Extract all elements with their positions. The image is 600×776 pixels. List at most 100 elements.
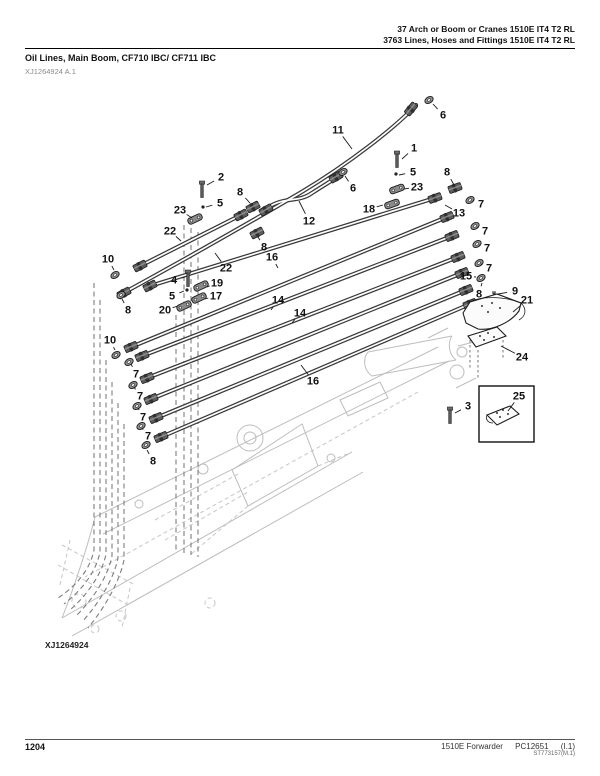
callout-leader	[270, 306, 274, 311]
callout-leader	[121, 298, 125, 304]
callout-label-7: 7	[486, 263, 492, 275]
header-section-lines: 37 Arch or Boom or Cranes 1510E IT4 T2 R…	[25, 24, 575, 46]
callout-leader	[146, 449, 150, 455]
callout-leader	[300, 364, 309, 375]
callout-leader	[113, 346, 116, 351]
callout-label-2: 2	[218, 172, 224, 184]
callout-label-16: 16	[307, 376, 319, 388]
callout-label-22: 22	[164, 226, 176, 238]
callout-layer: 1234555667777777788888891010111213141415…	[102, 103, 533, 468]
clamps-and-bolts	[175, 150, 496, 424]
callout-leader	[342, 136, 353, 150]
callout-label-8: 8	[150, 456, 156, 468]
callout-leader	[206, 285, 210, 288]
callout-leader	[179, 290, 185, 294]
callout-label-22: 22	[220, 263, 232, 275]
callout-label-5: 5	[169, 291, 175, 303]
callout-label-10: 10	[104, 335, 116, 347]
callout-label-7: 7	[137, 391, 143, 403]
callout-leader	[257, 236, 261, 241]
callout-leader	[137, 407, 140, 411]
callout-leader	[398, 173, 406, 176]
callout-leader	[181, 276, 186, 279]
callout-leader	[186, 214, 193, 219]
callout-leader	[175, 236, 182, 242]
footer-print-code: ST773157(M.1)	[533, 751, 575, 757]
callout-label-15: 15	[460, 271, 472, 283]
callout-label-11: 11	[332, 125, 344, 137]
boom-structure	[57, 327, 483, 637]
header-line-2: 3763 Lines, Hoses and Fittings 1510E IT4…	[383, 35, 575, 45]
callout-leader	[507, 402, 515, 412]
callout-label-17: 17	[210, 291, 222, 303]
callout-leader	[500, 345, 516, 354]
callout-leader	[376, 204, 384, 208]
callout-leader	[454, 409, 462, 414]
callout-leader	[512, 304, 522, 313]
callout-label-20: 20	[159, 305, 171, 317]
callout-label-23: 23	[411, 182, 423, 194]
callout-leader	[401, 153, 409, 160]
callout-leader	[133, 386, 136, 390]
callout-label-1: 1	[411, 143, 417, 155]
callout-label-3: 3	[465, 401, 471, 413]
callout-label-21: 21	[521, 295, 533, 307]
footer-revision: (I.1)	[560, 742, 575, 751]
callout-label-7: 7	[140, 412, 146, 424]
footer-model: 1510E Forwarder	[441, 742, 503, 751]
callout-leader	[480, 282, 483, 287]
footer-page-number: 1204	[25, 742, 46, 752]
callout-leader	[403, 187, 410, 190]
header-rule	[25, 48, 575, 49]
callout-label-7: 7	[484, 243, 490, 255]
detail-box-25	[478, 385, 535, 443]
callout-label-25: 25	[513, 391, 525, 403]
callout-leader	[291, 318, 296, 324]
ring-fittings	[109, 94, 487, 451]
callout-label-8: 8	[476, 289, 482, 301]
callout-label-5: 5	[410, 167, 416, 179]
callout-label-7: 7	[133, 369, 139, 381]
callout-label-18: 18	[363, 204, 375, 216]
callout-label-6: 6	[440, 110, 446, 122]
callout-leader	[172, 305, 179, 309]
callout-label-14: 14	[294, 308, 307, 320]
callout-leader	[275, 263, 279, 269]
callout-leader	[298, 200, 306, 215]
callout-label-5: 5	[217, 198, 223, 210]
header-line-1: 37 Arch or Boom or Cranes 1510E IT4 T2 R…	[397, 24, 575, 34]
callout-label-24: 24	[516, 352, 529, 364]
callout-leader	[130, 363, 133, 368]
callout-leader	[245, 197, 251, 204]
callout-label-8: 8	[261, 242, 267, 254]
callout-label-12: 12	[303, 216, 315, 228]
callout-leader	[444, 204, 453, 210]
callout-label-8: 8	[444, 167, 450, 179]
callout-label-7: 7	[478, 199, 484, 211]
callout-label-23: 23	[174, 205, 186, 217]
oil-lines	[124, 102, 473, 440]
figure-doc-code: XJ1264924 A.1	[25, 67, 76, 76]
footer-rule	[25, 739, 575, 740]
callout-label-13: 13	[453, 208, 465, 220]
callout-label-6: 6	[350, 183, 356, 195]
callout-leader	[450, 178, 455, 186]
callout-leader	[111, 265, 115, 271]
callout-leader	[141, 427, 144, 430]
callout-label-9: 9	[512, 286, 518, 298]
footer-catalog-number: PC12651	[515, 742, 549, 751]
callout-label-7: 7	[482, 226, 488, 238]
footer-catalog-info: 1510E Forwarder PC12651 (I.1)	[431, 742, 575, 751]
callout-leader	[205, 204, 213, 208]
bracket-21	[462, 293, 526, 330]
figure-caption: XJ1264924	[45, 640, 89, 650]
callout-leader	[206, 180, 215, 186]
callout-leader	[204, 297, 209, 300]
callout-leader	[497, 291, 508, 295]
callout-label-16: 16	[266, 252, 278, 264]
callout-label-10: 10	[102, 254, 114, 266]
callout-label-14: 14	[272, 295, 285, 307]
callout-leader	[344, 175, 349, 182]
